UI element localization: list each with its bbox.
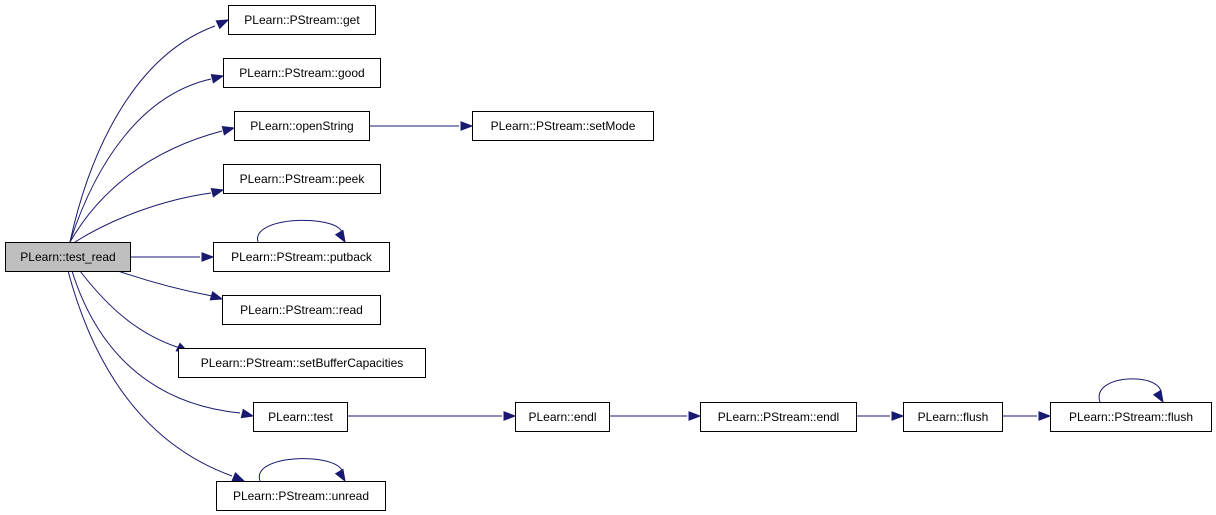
node-unread[interactable]: PLearn::PStream::unread xyxy=(216,481,386,511)
node-label: PLearn::PStream::unread xyxy=(233,489,369,503)
edge-line xyxy=(257,219,343,243)
edge-unread-to-unread xyxy=(259,458,346,483)
edge-test_read-to-test xyxy=(71,270,255,419)
node-box xyxy=(515,402,610,432)
edge-arrowhead xyxy=(503,411,517,421)
node-test[interactable]: PLearn::test xyxy=(253,402,348,432)
edge-line xyxy=(117,270,213,297)
node-label: PLearn::PStream::read xyxy=(240,303,363,317)
node-box xyxy=(213,242,390,272)
node-label: PLearn::PStream::setMode xyxy=(491,119,636,133)
node-label: PLearn::test_read xyxy=(20,250,115,264)
edge-line xyxy=(69,78,212,243)
node-putback[interactable]: PLearn::PStream::putback xyxy=(213,242,390,272)
edge-arrowhead xyxy=(891,411,905,421)
node-label: PLearn::flush xyxy=(918,410,989,424)
edge-test_read-to-peek xyxy=(74,188,225,243)
call-graph-edges xyxy=(67,19,1164,483)
node-label: PLearn::PStream::setBufferCapacities xyxy=(201,356,404,370)
node-setMode[interactable]: PLearn::PStream::setMode xyxy=(472,111,654,141)
edge-test_read-to-openString xyxy=(69,126,236,243)
node-good[interactable]: PLearn::PStream::good xyxy=(223,58,381,88)
edge-line xyxy=(79,270,181,349)
edge-arrowhead xyxy=(210,188,225,198)
node-label: PLearn::PStream::endl xyxy=(718,410,839,424)
edge-test_read-to-putback xyxy=(130,252,215,262)
edge-test_read-to-read xyxy=(117,270,224,301)
edge-test_read-to-setBufferCapacities xyxy=(79,270,190,353)
node-box xyxy=(228,5,376,35)
node-label: PLearn::endl xyxy=(528,410,596,424)
node-box xyxy=(472,111,654,141)
edge-arrowhead xyxy=(240,408,255,419)
edge-openString-to-setMode xyxy=(369,121,474,131)
edge-arrowhead xyxy=(201,252,215,262)
node-label: PLearn::openString xyxy=(250,119,353,133)
edge-test-to-endl1 xyxy=(347,411,517,421)
node-label: PLearn::test xyxy=(268,410,333,424)
edge-arrowhead xyxy=(210,74,225,84)
edge-line xyxy=(69,130,223,243)
edge-test_read-to-unread xyxy=(67,270,246,482)
node-box xyxy=(700,402,857,432)
edge-test_read-to-good xyxy=(69,74,225,243)
node-get[interactable]: PLearn::PStream::get xyxy=(228,5,376,35)
edge-arrowhead xyxy=(1152,389,1164,404)
edge-arrowhead xyxy=(209,290,224,301)
edge-arrowhead xyxy=(231,472,246,482)
node-box xyxy=(216,481,386,511)
node-flush1[interactable]: PLearn::flush xyxy=(903,402,1003,432)
edge-line xyxy=(67,270,233,477)
node-flush2[interactable]: PLearn::PStream::flush xyxy=(1050,402,1212,432)
node-read[interactable]: PLearn::PStream::read xyxy=(222,295,381,325)
edge-endl1-to-endl2 xyxy=(609,411,702,421)
edge-arrowhead xyxy=(334,468,346,483)
node-setBufferCapacities[interactable]: PLearn::PStream::setBufferCapacities xyxy=(178,348,426,378)
node-label: PLearn::PStream::peek xyxy=(240,172,366,186)
edge-arrowhead xyxy=(460,121,474,131)
node-box xyxy=(178,348,426,378)
edge-flush2-to-flush2 xyxy=(1098,378,1164,404)
edge-line xyxy=(71,270,241,414)
node-label: PLearn::PStream::flush xyxy=(1069,410,1193,424)
node-box xyxy=(223,58,381,88)
edge-test_read-to-get xyxy=(69,19,230,243)
node-peek[interactable]: PLearn::PStream::peek xyxy=(223,164,381,194)
edge-arrowhead xyxy=(221,126,236,136)
call-graph-nodes: PLearn::test_read PLearn::PStream::getPLe… xyxy=(5,5,1212,511)
node-label: PLearn::PStream::get xyxy=(244,13,360,27)
node-test_read[interactable]: PLearn::test_read xyxy=(5,242,131,272)
node-label: PLearn::PStream::good xyxy=(239,66,364,80)
edge-arrowhead xyxy=(1038,411,1052,421)
node-openString[interactable]: PLearn::openString xyxy=(234,111,370,141)
node-label: PLearn::PStream::putback xyxy=(231,250,373,264)
edge-line xyxy=(74,192,212,243)
node-box xyxy=(903,402,1003,432)
edge-arrowhead xyxy=(334,229,346,244)
node-box xyxy=(223,164,381,194)
edge-line xyxy=(69,25,216,243)
edge-putback-to-putback xyxy=(257,219,346,244)
node-box xyxy=(253,402,348,432)
edge-arrowhead xyxy=(688,411,702,421)
node-box xyxy=(222,295,381,325)
node-endl1[interactable]: PLearn::endl xyxy=(515,402,610,432)
node-box xyxy=(1050,402,1212,432)
edge-line xyxy=(1098,378,1162,403)
node-endl2[interactable]: PLearn::PStream::endl xyxy=(700,402,857,432)
edge-endl2-to-flush1 xyxy=(856,411,905,421)
edge-flush1-to-flush2 xyxy=(1002,411,1052,421)
edge-line xyxy=(259,458,343,482)
node-box xyxy=(5,242,131,272)
node-box xyxy=(234,111,370,141)
edge-arrowhead xyxy=(215,19,230,30)
